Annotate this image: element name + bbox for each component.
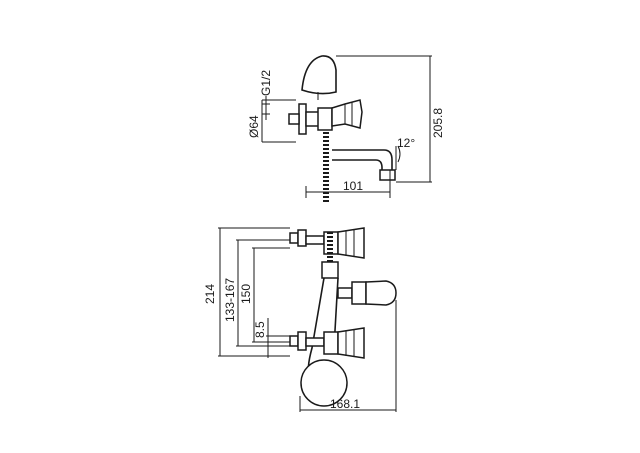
valve-body [317, 107, 333, 131]
lower-handle [337, 327, 365, 359]
dim-thread: G1/2 [259, 70, 273, 96]
wall-flange [298, 103, 307, 135]
dim-diameter: Ø64 [247, 115, 261, 138]
dim-center-range: 133-167 [223, 278, 237, 322]
side-view [288, 55, 401, 204]
dim-center-distance: 150 [239, 284, 253, 304]
side-handle [331, 99, 363, 129]
dim-spout-reach: 101 [343, 179, 363, 193]
dim-total-height: 214 [203, 284, 217, 304]
dim-height: 205.8 [431, 108, 445, 138]
side-dimensions: G1/2 Ø64 205.8 12° 101 [247, 55, 445, 198]
dim-offset: 8.5 [253, 321, 267, 338]
upper-wall-flange [297, 229, 307, 247]
front-view [289, 227, 397, 407]
upper-handle [337, 227, 365, 259]
lower-wall-flange [297, 331, 307, 351]
dim-width: 168.1 [330, 397, 360, 411]
shower-head [301, 55, 337, 95]
dim-angle: 12° [397, 136, 415, 150]
shower-head-round [300, 359, 348, 407]
diverter-knob [365, 280, 397, 306]
center-column [321, 261, 339, 279]
spout [332, 149, 393, 172]
front-dimensions: 214 133-167 150 8.5 168.1 [203, 227, 397, 412]
